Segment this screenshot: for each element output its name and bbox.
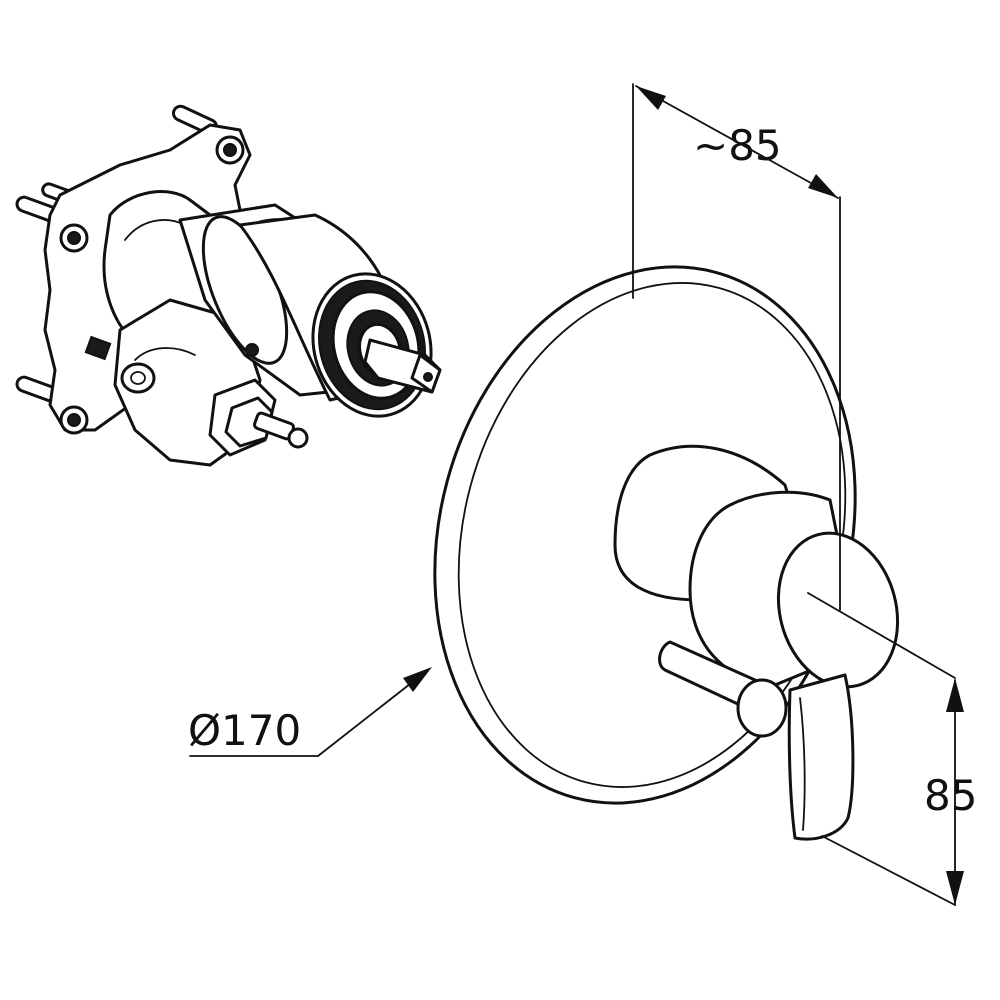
- dimension-diameter: Ø170: [188, 667, 432, 757]
- lever: [787, 673, 855, 841]
- mixer-handle: [613, 444, 900, 841]
- depth-label: ~85: [693, 121, 782, 170]
- diameter-label: Ø170: [188, 706, 301, 755]
- lever-offset-label: 85: [924, 771, 977, 820]
- screw-icon: [59, 135, 245, 435]
- diverter-knob: [658, 640, 788, 738]
- dimension-lever-offset: 85: [807, 592, 977, 906]
- inlet-fitting: [208, 378, 309, 457]
- concealed-valve-body: [15, 104, 442, 467]
- spindle: [363, 338, 442, 394]
- dimension-depth: ~85: [632, 83, 841, 611]
